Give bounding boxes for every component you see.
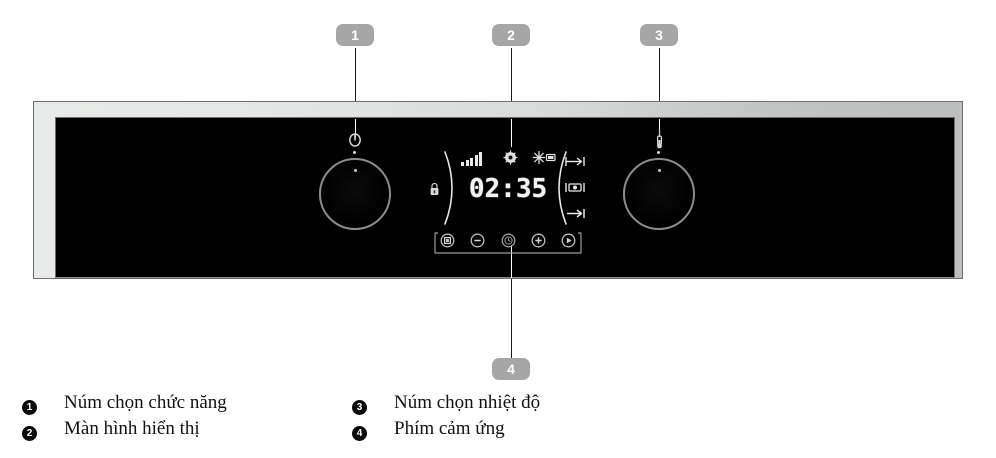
plus-key[interactable]: [531, 233, 546, 248]
callout-badge-1: 1: [336, 24, 374, 46]
control-panel-face: [55, 117, 955, 278]
temperature-selector-knob[interactable]: [623, 158, 695, 230]
cook-end-time-icon: [560, 174, 590, 200]
callout-badge-3-label: 3: [655, 27, 663, 43]
right-knob-indicator-dot: [656, 151, 660, 154]
display-time-value: 02:35: [468, 174, 548, 204]
legend-bullet-3: 3: [352, 400, 367, 415]
signal-bars-icon: [461, 152, 482, 166]
legend-item-1: 1 Núm chọn chức năng: [22, 392, 352, 415]
clock-key[interactable]: [501, 233, 516, 248]
legend-label-3: Núm chọn nhiệt độ: [394, 392, 541, 413]
right-knob-pointer: [657, 169, 661, 172]
legend-item-3: 3 Núm chọn nhiệt độ: [352, 392, 541, 415]
leader-line-3: [659, 48, 660, 128]
touch-key-list: [440, 233, 576, 248]
left-arc-decoration: [441, 150, 463, 226]
touch-key-bar: [434, 232, 582, 254]
legend-item-2: 2 Màn hình hiển thị: [22, 418, 352, 441]
callout-badge-2-label: 2: [507, 27, 515, 43]
function-selector-knob[interactable]: [319, 158, 391, 230]
legend-item-4: 4 Phím cảm ứng: [352, 418, 505, 441]
legend-bullet-4: 4: [352, 426, 367, 441]
legend: 1 Núm chọn chức năng 3 Núm chọn nhiệt độ…: [22, 392, 722, 444]
callout-badge-1-label: 1: [351, 27, 359, 43]
leader-line-1-inner: [355, 119, 356, 137]
legend-bullet-1: 1: [22, 400, 37, 415]
leader-line-4: [511, 256, 512, 360]
leader-line-3-inner: [659, 119, 660, 137]
leader-line-1: [355, 48, 356, 128]
callout-badge-4: 4: [492, 358, 530, 380]
defrost-snowflake-icon: [532, 150, 556, 170]
cook-start-icon: [560, 200, 590, 226]
legend-label-2: Màn hình hiển thị: [64, 418, 200, 439]
legend-row-1: 1 Núm chọn chức năng 3 Núm chọn nhiệt độ: [22, 392, 722, 418]
legend-label-1: Núm chọn chức năng: [64, 392, 227, 413]
leader-line-4-inner: [511, 245, 512, 278]
legend-bullet-2: 2: [22, 426, 37, 441]
leader-line-2-inner: [511, 119, 512, 147]
power-icon: [347, 132, 363, 153]
legend-label-4: Phím cảm ứng: [394, 418, 505, 439]
leader-line-2: [511, 48, 512, 128]
padlock-icon: [429, 182, 440, 201]
right-arc-decoration: [548, 150, 570, 226]
left-knob-pointer: [353, 169, 357, 172]
callout-badge-2: 2: [492, 24, 530, 46]
stop-key[interactable]: [440, 233, 455, 248]
left-knob-indicator-dot: [352, 151, 356, 154]
touch-key-bracket: [434, 232, 582, 259]
minus-key[interactable]: [470, 233, 485, 248]
start-key[interactable]: [561, 233, 576, 248]
legend-row-2: 2 Màn hình hiển thị 4 Phím cảm ứng: [22, 418, 722, 444]
callout-badge-4-label: 4: [507, 361, 515, 377]
callout-badge-3: 3: [640, 24, 678, 46]
cooking-mode-indicators: [560, 148, 590, 226]
display-screen: 02:35: [425, 146, 590, 230]
thermometer-icon: [654, 128, 665, 155]
cook-duration-icon: [560, 148, 590, 174]
fan-heat-icon: [503, 150, 518, 170]
